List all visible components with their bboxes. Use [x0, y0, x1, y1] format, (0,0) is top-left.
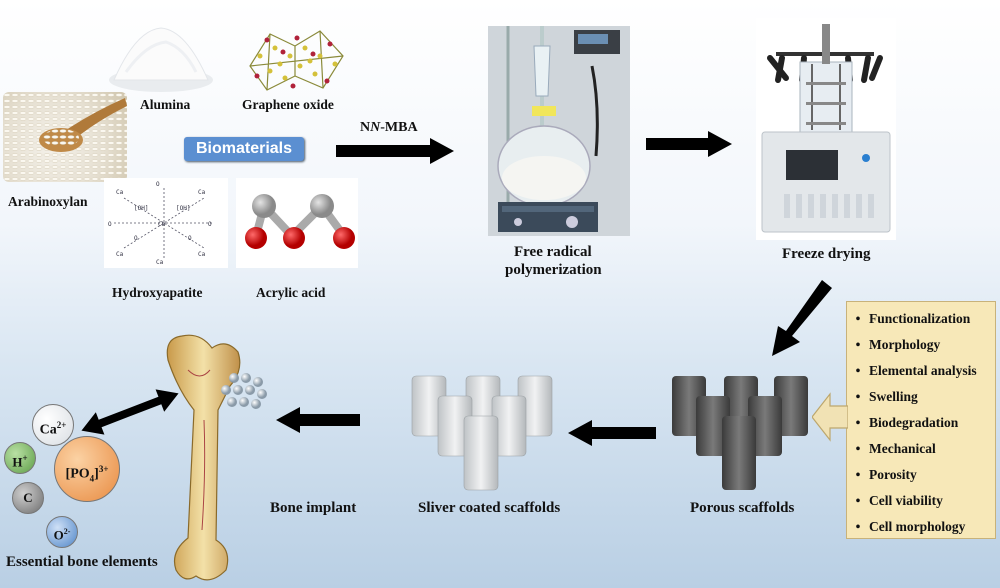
- svg-text:Ca: Ca: [116, 189, 124, 196]
- characterization-item: •Swelling: [855, 389, 918, 404]
- biomaterials-badge: Biomaterials: [184, 137, 304, 161]
- characterization-item: •Cell viability: [855, 493, 943, 508]
- svg-text:O: O: [188, 235, 192, 242]
- crosslinker-label: NN-MBA: [360, 120, 418, 135]
- svg-text:Ca: Ca: [198, 189, 206, 196]
- double-arrow-icon: [81, 389, 179, 435]
- arrow-right-icon: [646, 131, 732, 157]
- essential-elements-label: Essential bone elements: [6, 554, 158, 570]
- characterization-item: •Morphology: [855, 337, 941, 352]
- alumina-powder-icon: [109, 27, 213, 92]
- hydrogen-ion-icon: H+: [4, 442, 36, 474]
- characterization-item: •Biodegradation: [855, 415, 959, 430]
- oxide-ion-icon: O2-: [46, 516, 78, 548]
- phosphate-ion-icon: [PO4]3+: [54, 436, 120, 502]
- hydroxyapatite-label: Hydroxyapatite: [112, 285, 203, 300]
- carbon-icon: C: [12, 482, 44, 514]
- bone-implant-label: Bone implant: [270, 500, 357, 516]
- arrow-right-icon: [336, 138, 454, 164]
- svg-text:Ca: Ca: [116, 251, 124, 258]
- svg-text:O: O: [108, 221, 112, 228]
- porous-scaffolds-label: Porous scaffolds: [690, 500, 795, 516]
- svg-text:Ca: Ca: [198, 251, 206, 258]
- graphene-oxide-icon: [249, 30, 344, 91]
- svg-text:O: O: [134, 235, 138, 242]
- arrow-left-notched-icon: [812, 392, 848, 442]
- nanoparticle-cluster-icon: [221, 373, 267, 409]
- alumina-label: Alumina: [140, 97, 191, 112]
- arrow-left-icon: [276, 407, 360, 433]
- freeze-dryer-icon: [756, 18, 896, 240]
- polymerization-label-line1: Free radical: [514, 244, 592, 260]
- arrow-left-icon: [568, 420, 656, 446]
- rice-spoon-icon: [3, 92, 127, 182]
- polymerization-label-line2: polymerization: [505, 262, 602, 278]
- porous-scaffolds-icon: [672, 376, 808, 490]
- characterization-item: •Elemental analysis: [855, 363, 977, 378]
- acrylic-acid-label: Acrylic acid: [256, 285, 326, 300]
- silver-coated-scaffolds-icon: [411, 375, 553, 491]
- characterization-item: •Functionalization: [855, 311, 971, 326]
- characterization-item: •Cell morphology: [855, 519, 966, 534]
- bone-icon: [166, 334, 241, 581]
- calcium-ion-icon: Ca2+: [32, 404, 74, 446]
- characterization-item: •Mechanical: [855, 441, 936, 456]
- characterization-list: •Functionalization •Morphology •Elementa…: [846, 301, 996, 539]
- svg-text:[OH]: [OH]: [134, 205, 148, 212]
- svg-text:O: O: [156, 181, 160, 188]
- silver-scaffolds-label: Sliver coated scaffolds: [418, 500, 561, 516]
- svg-text:Ca: Ca: [158, 221, 166, 228]
- arabinoxylan-photo: [3, 92, 127, 182]
- arrow-down-left-icon: [772, 280, 832, 356]
- svg-text:Ca: Ca: [156, 259, 164, 266]
- svg-text:[OH]: [OH]: [176, 205, 190, 212]
- flask-stirrer-icon: [488, 26, 630, 236]
- characterization-item: •Porosity: [855, 467, 917, 482]
- graphene-oxide-label: Graphene oxide: [242, 97, 334, 112]
- svg-text:O: O: [208, 221, 212, 228]
- freeze-drying-label: Freeze drying: [782, 246, 871, 262]
- reactor-photo: [488, 26, 630, 236]
- arabinoxylan-label: Arabinoxylan: [8, 194, 88, 209]
- acrylic-acid-molecule-icon: [236, 178, 358, 268]
